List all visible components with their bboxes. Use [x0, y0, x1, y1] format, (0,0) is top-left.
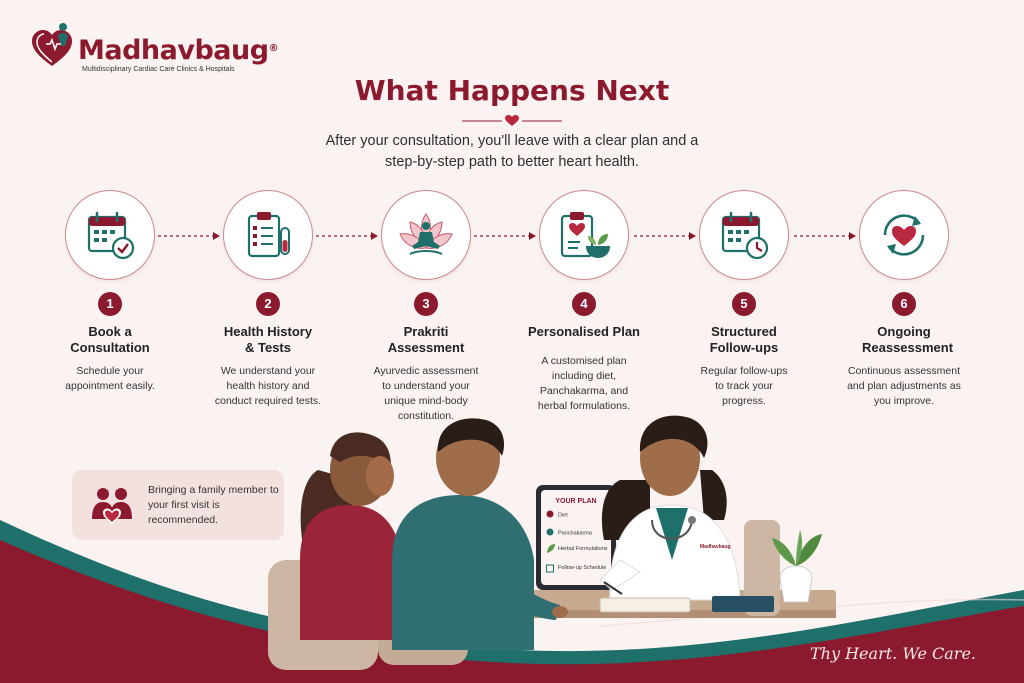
maroon-wave [0, 540, 1024, 683]
consultation-illustration: YOUR PLAN Diet Panchakarma Herbal Formul… [0, 415, 1024, 683]
step-description: We understand your health history and co… [214, 365, 322, 407]
step-number-badge: 6 [892, 292, 916, 316]
heart-divider-icon [462, 115, 562, 126]
step-description: Continuous assessment and plan adjustmen… [847, 365, 961, 407]
brand-tagline: Multidisciplinary Cardiac Care Clinics &… [82, 66, 235, 73]
brand-name: Madhavbaug® [78, 35, 279, 66]
doctor: Madhavbaug [599, 415, 741, 601]
plan-tablet: YOUR PLAN Diet Panchakarma Herbal Formul… [536, 485, 616, 590]
step-structured-followups: 5 Structured Follow-ups Regular follow-u… [664, 190, 824, 409]
tablet-heading: YOUR PLAN [555, 498, 596, 505]
step-number-badge: 5 [732, 292, 756, 316]
arrow-connector [316, 232, 378, 240]
step-prakriti-assessment: 3 Prakriti Assessment Ayurvedic assessme… [346, 190, 506, 424]
step-number-badge: 3 [414, 292, 438, 316]
calendar-check-icon [65, 190, 155, 280]
brand-logo[interactable]: Madhavbaug® Multidisciplinary Cardiac Ca… [30, 22, 279, 73]
step-title: Health History & Tests [223, 324, 313, 355]
tablet-item: Diet [558, 513, 568, 519]
step-description: Schedule your appointment easily. [65, 365, 155, 392]
arrow-connector [474, 232, 536, 240]
family-heart-icon [92, 488, 132, 524]
step-description: Regular follow-ups to track your progres… [700, 365, 788, 407]
step-description: A customised plan including diet, Pancha… [537, 355, 631, 412]
potted-plant [772, 530, 822, 603]
step-ongoing-reassessment: 6 Ongoing Reassessment Continuous assess… [824, 190, 984, 409]
step-title: Structured Follow-ups [709, 324, 779, 355]
coat-logo: Madhavbaug [700, 544, 731, 550]
step-number-badge: 4 [572, 292, 596, 316]
doctor-chair [744, 520, 780, 616]
tablet-item: Herbal Formulations [558, 546, 608, 552]
step-title: Ongoing Reassessment [862, 324, 954, 355]
step-title: Personalised Plan [528, 324, 640, 339]
tablet-item: Follow-up Schedule [558, 565, 606, 571]
step-health-history: 2 Health History & Tests We understand y… [188, 190, 348, 409]
arrow-connector [794, 232, 856, 240]
patient-woman [300, 432, 402, 640]
patient-man [392, 418, 568, 650]
clipboard-test-tube-icon [223, 190, 313, 280]
step-number-badge: 2 [256, 292, 280, 316]
lotus-meditation-icon [381, 190, 471, 280]
tablet-item: Panchakarma [558, 531, 593, 537]
arrow-connector [158, 232, 220, 240]
paper-sheet [599, 597, 691, 613]
step-title: Book a Consultation [70, 324, 150, 355]
step-book-consultation: 1 Book a Consultation Schedule your appo… [30, 190, 190, 394]
plan-herbal-bowl-icon [539, 190, 629, 280]
step-number-badge: 1 [98, 292, 122, 316]
heart-person-logo-icon [30, 22, 74, 70]
page-title: What Happens Next [354, 74, 670, 107]
page-subtitle: After your consultation, you'll leave wi… [325, 133, 699, 170]
arrow-connector [634, 232, 696, 240]
calendar-clock-icon [699, 190, 789, 280]
step-title: Prakriti Assessment [387, 324, 465, 355]
heart-cycle-icon [859, 190, 949, 280]
step-description: Ayurvedic assessment to understand your … [373, 365, 479, 422]
notebook [712, 596, 774, 612]
family-tip-card: Bringing a family member to your first v… [72, 470, 284, 540]
footer-slogan: Thy Heart. We Care. [810, 644, 976, 663]
tip-text: Bringing a family member to your first v… [148, 483, 279, 526]
step-personalised-plan: 4 Personalised Plan A customised plan in… [504, 190, 664, 414]
